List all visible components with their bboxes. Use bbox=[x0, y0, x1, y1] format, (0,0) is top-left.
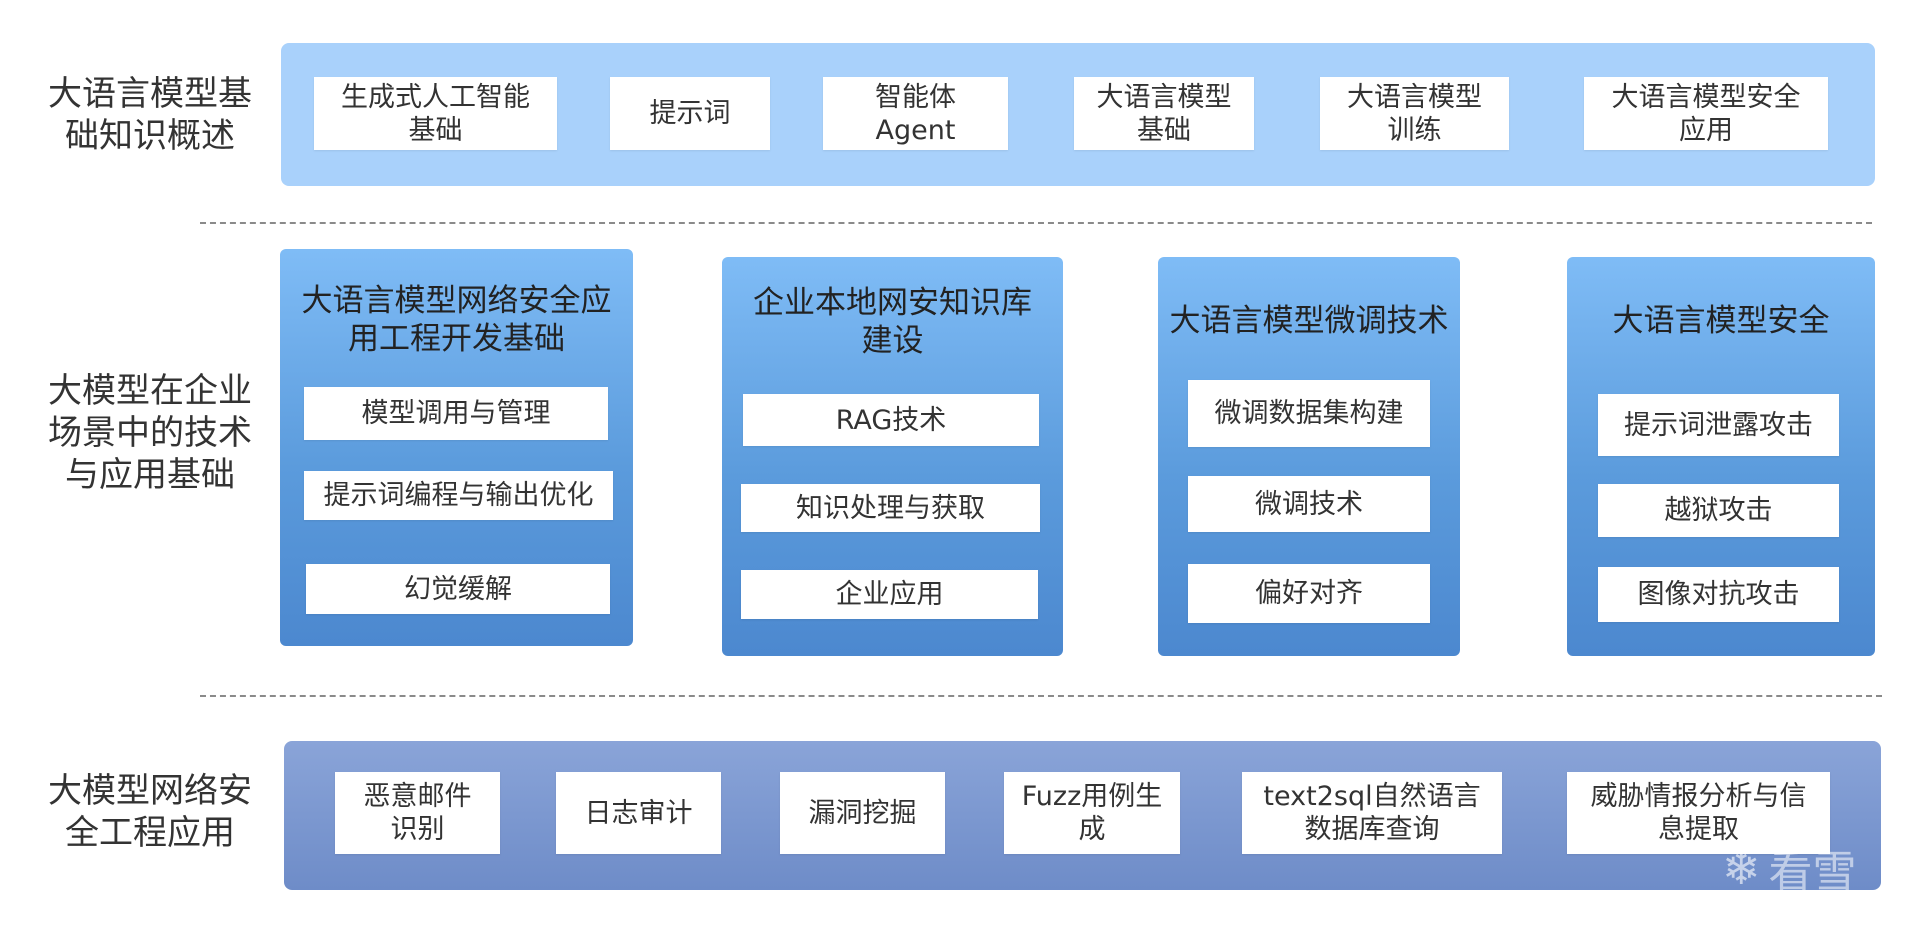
card-title: 大语言模型安全 bbox=[1612, 303, 1830, 339]
row-label-basics: 大语言模型基 础知识概述 bbox=[48, 74, 252, 156]
snowflake-icon: ❄ bbox=[1722, 841, 1761, 895]
basics-item: 生成式人工智能 基础 bbox=[314, 77, 557, 150]
basics-item: 大语言模型安全 应用 bbox=[1584, 77, 1828, 150]
basics-item: 提示词 bbox=[610, 77, 770, 150]
card-item: 微调数据集构建 bbox=[1188, 380, 1430, 447]
card-item: 知识处理与获取 bbox=[741, 484, 1040, 532]
application-item: 日志审计 bbox=[556, 772, 721, 854]
card-knowledge-base: 企业本地网安知识库 建设 RAG技术 知识处理与获取 企业应用 bbox=[722, 257, 1063, 656]
card-finetuning: 大语言模型微调技术 微调数据集构建 微调技术 偏好对齐 bbox=[1158, 257, 1460, 656]
card-item: 微调技术 bbox=[1188, 476, 1430, 532]
row-label-applications: 大模型网络安 全工程应用 bbox=[48, 771, 252, 853]
card-item: 模型调用与管理 bbox=[304, 387, 608, 440]
card-item: 企业应用 bbox=[741, 570, 1038, 619]
card-item: 图像对抗攻击 bbox=[1598, 567, 1839, 622]
application-item: Fuzz用例生 成 bbox=[1004, 772, 1180, 854]
section-divider bbox=[200, 695, 1882, 697]
card-item: 越狱攻击 bbox=[1598, 484, 1839, 537]
card-title: 大语言模型微调技术 bbox=[1169, 303, 1449, 339]
basics-item: 大语言模型 基础 bbox=[1074, 77, 1254, 150]
card-llm-security: 大语言模型安全 提示词泄露攻击 越狱攻击 图像对抗攻击 bbox=[1567, 257, 1875, 656]
basics-item: 智能体 Agent bbox=[823, 77, 1008, 150]
application-item: 威胁情报分析与信 息提取 bbox=[1567, 772, 1830, 854]
application-item: 恶意邮件 识别 bbox=[335, 772, 500, 854]
card-llm-engineering: 大语言模型网络安全应 用工程开发基础 模型调用与管理 提示词编程与输出优化 幻觉… bbox=[280, 249, 633, 646]
card-item: 提示词编程与输出优化 bbox=[304, 471, 613, 520]
application-item: 漏洞挖掘 bbox=[780, 772, 945, 854]
card-title: 大语言模型网络安全应 用工程开发基础 bbox=[301, 283, 612, 357]
row-label-enterprise: 大模型在企业 场景中的技术 与应用基础 bbox=[48, 371, 252, 495]
section-divider bbox=[200, 222, 1872, 224]
card-item: 偏好对齐 bbox=[1188, 564, 1430, 623]
watermark: ❄ 看雪 bbox=[1722, 836, 1857, 900]
card-title: 企业本地网安知识库 建设 bbox=[753, 285, 1032, 359]
card-item: 幻觉缓解 bbox=[306, 564, 610, 614]
card-item: 提示词泄露攻击 bbox=[1598, 394, 1839, 456]
watermark-text: 看雪 bbox=[1768, 847, 1857, 898]
basics-item: 大语言模型 训练 bbox=[1320, 77, 1509, 150]
application-item: text2sql自然语言 数据库查询 bbox=[1242, 772, 1502, 854]
card-item: RAG技术 bbox=[743, 394, 1039, 446]
